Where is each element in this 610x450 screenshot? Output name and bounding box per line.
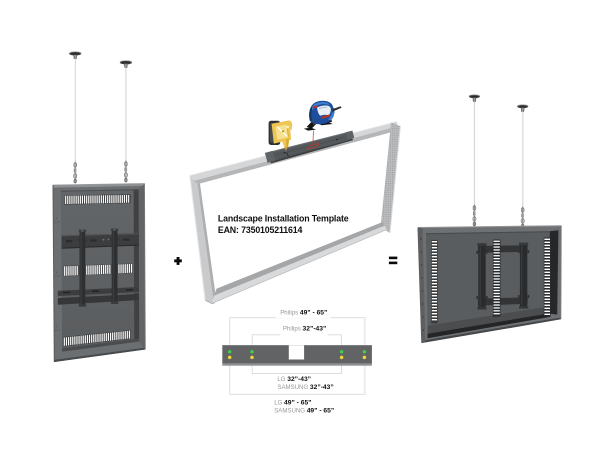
svg-text:SAMSUNG 32”-43”: SAMSUNG 32”-43” (277, 384, 333, 391)
svg-text:Philips 32”-43”: Philips 32”-43” (283, 326, 326, 333)
svg-text:LG 32”-43”: LG 32”-43” (277, 376, 311, 383)
svg-text:Philips 49” - 65”: Philips 49” - 65” (280, 309, 327, 316)
svg-text:LG 49” - 65”: LG 49” - 65” (274, 400, 311, 407)
svg-text:EAN: 7350105211614: EAN: 7350105211614 (218, 225, 303, 235)
svg-text:SAMSUNG 49” - 65”: SAMSUNG 49” - 65” (274, 408, 334, 415)
svg-text:Landscape Installation Templat: Landscape Installation Template (218, 213, 349, 223)
